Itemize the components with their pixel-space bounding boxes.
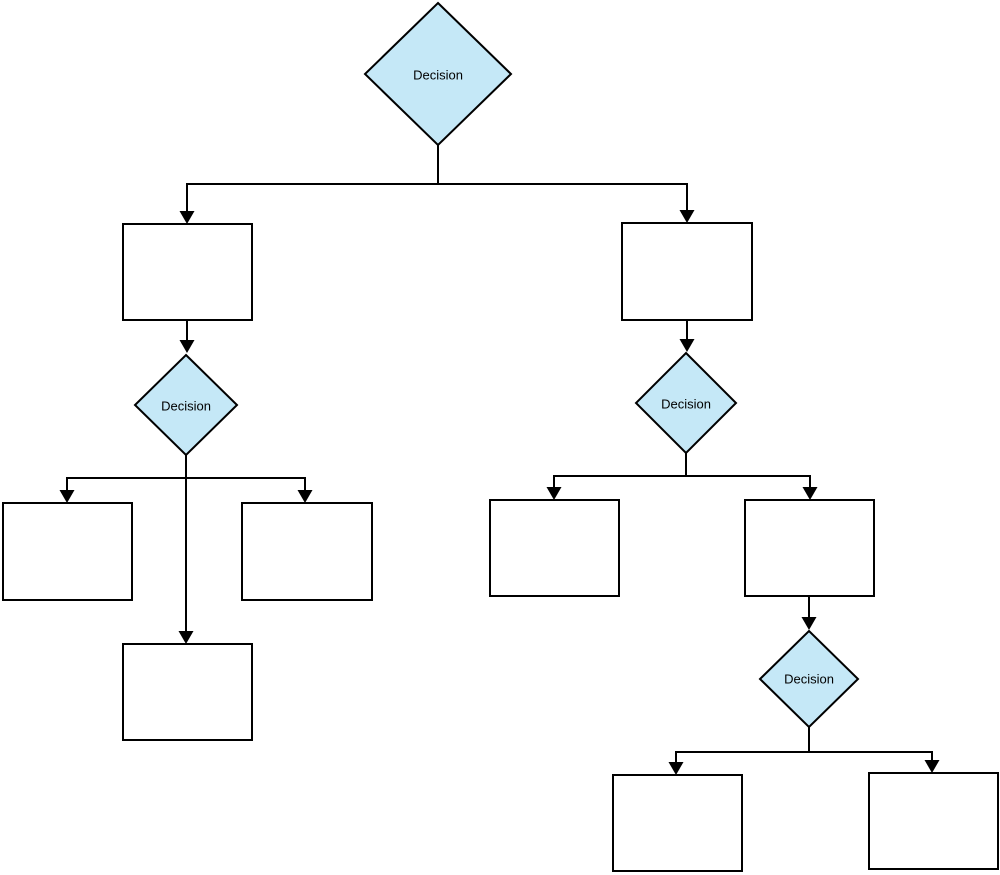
decision-nodes <box>133 1 860 729</box>
process-node-bottom-left <box>612 774 743 872</box>
decision-node-bottom-right <box>758 629 860 729</box>
arrowhead <box>546 487 562 500</box>
connector-right-branch <box>553 475 811 488</box>
arrowhead <box>179 340 195 353</box>
arrowhead <box>924 760 940 773</box>
arrowhead <box>801 617 817 630</box>
connector-lines <box>66 145 933 763</box>
process-nodes <box>2 222 999 872</box>
arrowhead <box>679 210 695 223</box>
connector-bottom-branch <box>675 751 933 763</box>
decision-node-top <box>363 1 513 147</box>
arrowhead <box>297 490 313 503</box>
process-node-right-branch-right <box>744 499 875 597</box>
arrowhead <box>178 631 194 644</box>
connector-left-branch <box>66 477 306 491</box>
arrowhead <box>679 339 695 352</box>
process-node-upper-right <box>621 222 753 321</box>
arrowhead <box>59 490 75 503</box>
arrowheads <box>59 210 940 775</box>
decision-node-right <box>634 351 738 455</box>
process-node-right-branch-left <box>489 499 620 597</box>
process-node-left-bottom <box>122 643 253 741</box>
arrowhead <box>179 211 195 224</box>
process-node-upper-left <box>122 223 253 321</box>
process-node-left-branch-right <box>241 502 373 601</box>
arrowhead <box>668 762 684 775</box>
process-node-bottom-right <box>868 772 999 870</box>
arrowhead <box>802 487 818 500</box>
decision-node-left <box>133 353 239 457</box>
process-node-left-branch-left <box>2 502 133 601</box>
connector-top-branch <box>186 183 688 212</box>
